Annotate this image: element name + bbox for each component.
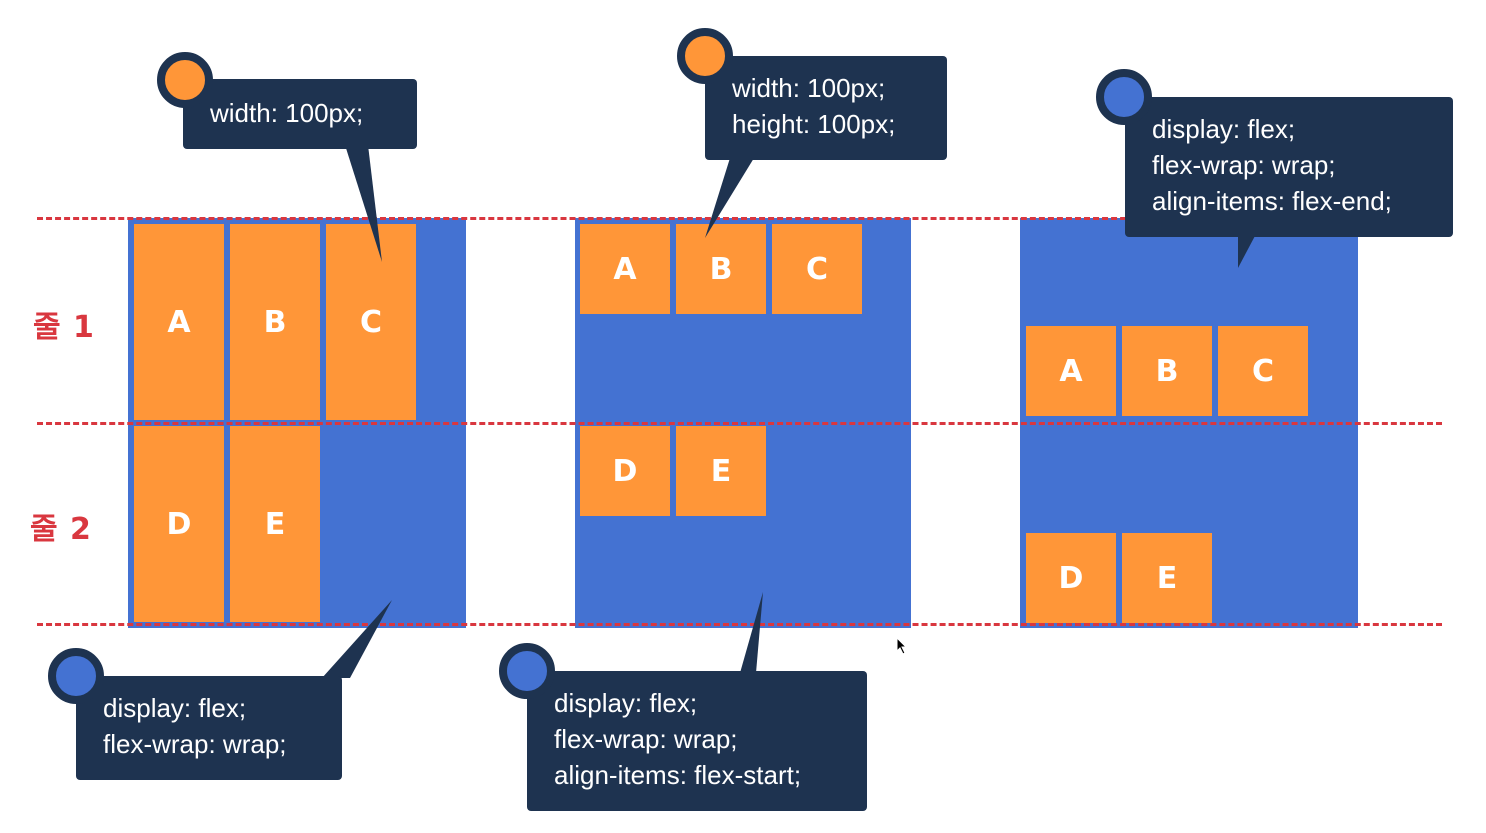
flex-item-a: A bbox=[134, 224, 224, 420]
css-line: width: 100px; bbox=[210, 98, 364, 128]
orange-dot-icon bbox=[677, 28, 733, 84]
flex-item-e: E bbox=[230, 426, 320, 622]
callout-tail-1-top bbox=[345, 145, 382, 262]
flex-item-e: E bbox=[1122, 533, 1212, 623]
callout-tail-1-bottom bbox=[322, 600, 392, 678]
flex-item-b: B bbox=[676, 224, 766, 314]
callout-tail-2-top bbox=[705, 158, 754, 238]
flex-item-c: C bbox=[1218, 326, 1308, 416]
guide-line-bottom bbox=[37, 623, 1442, 626]
css-line: align-items: flex-end; bbox=[1152, 186, 1392, 216]
callout-tail-2-bottom bbox=[740, 592, 763, 673]
flex-item-b: B bbox=[1122, 326, 1212, 416]
flex-item-a: A bbox=[1026, 326, 1116, 416]
flex-item-e: E bbox=[676, 426, 766, 516]
mouse-cursor-icon bbox=[896, 637, 908, 655]
guide-line-middle bbox=[37, 422, 1442, 425]
css-line: height: 100px; bbox=[732, 109, 896, 139]
css-line: display: flex; bbox=[1152, 114, 1296, 144]
blue-dot-icon bbox=[1096, 69, 1152, 125]
flex-item-d: D bbox=[134, 426, 224, 622]
css-line: display: flex; bbox=[554, 688, 698, 718]
guide-line-top bbox=[37, 217, 1442, 220]
flex-item-d: D bbox=[580, 426, 670, 516]
orange-dot-icon bbox=[157, 52, 213, 108]
row-label-line-1: 줄 1 bbox=[33, 310, 95, 345]
css-line: flex-wrap: wrap; bbox=[1152, 150, 1336, 180]
css-note-flex-wrap: display: flex; flex-wrap: wrap; bbox=[76, 676, 342, 780]
flex-item-d: D bbox=[1026, 533, 1116, 623]
flex-item-c: C bbox=[772, 224, 862, 314]
flex-item-b: B bbox=[230, 224, 320, 420]
css-note-width: width: 100px; bbox=[183, 79, 417, 149]
flex-item-c: C bbox=[326, 224, 416, 420]
callout-tail-3-top bbox=[1238, 234, 1256, 268]
row-label-line-2: 줄 2 bbox=[30, 512, 92, 547]
flex-item-a: A bbox=[580, 224, 670, 314]
css-line: display: flex; bbox=[103, 693, 247, 723]
css-note-align-flex-start: display: flex; flex-wrap: wrap; align-it… bbox=[527, 671, 867, 811]
css-line: flex-wrap: wrap; bbox=[554, 724, 738, 754]
blue-dot-icon bbox=[499, 643, 555, 699]
css-line: width: 100px; bbox=[732, 73, 886, 103]
css-note-width-height: width: 100px; height: 100px; bbox=[705, 56, 947, 160]
css-line: flex-wrap: wrap; bbox=[103, 729, 287, 759]
css-line: align-items: flex-start; bbox=[554, 760, 802, 790]
blue-dot-icon bbox=[48, 648, 104, 704]
css-note-align-flex-end: display: flex; flex-wrap: wrap; align-it… bbox=[1125, 97, 1453, 237]
